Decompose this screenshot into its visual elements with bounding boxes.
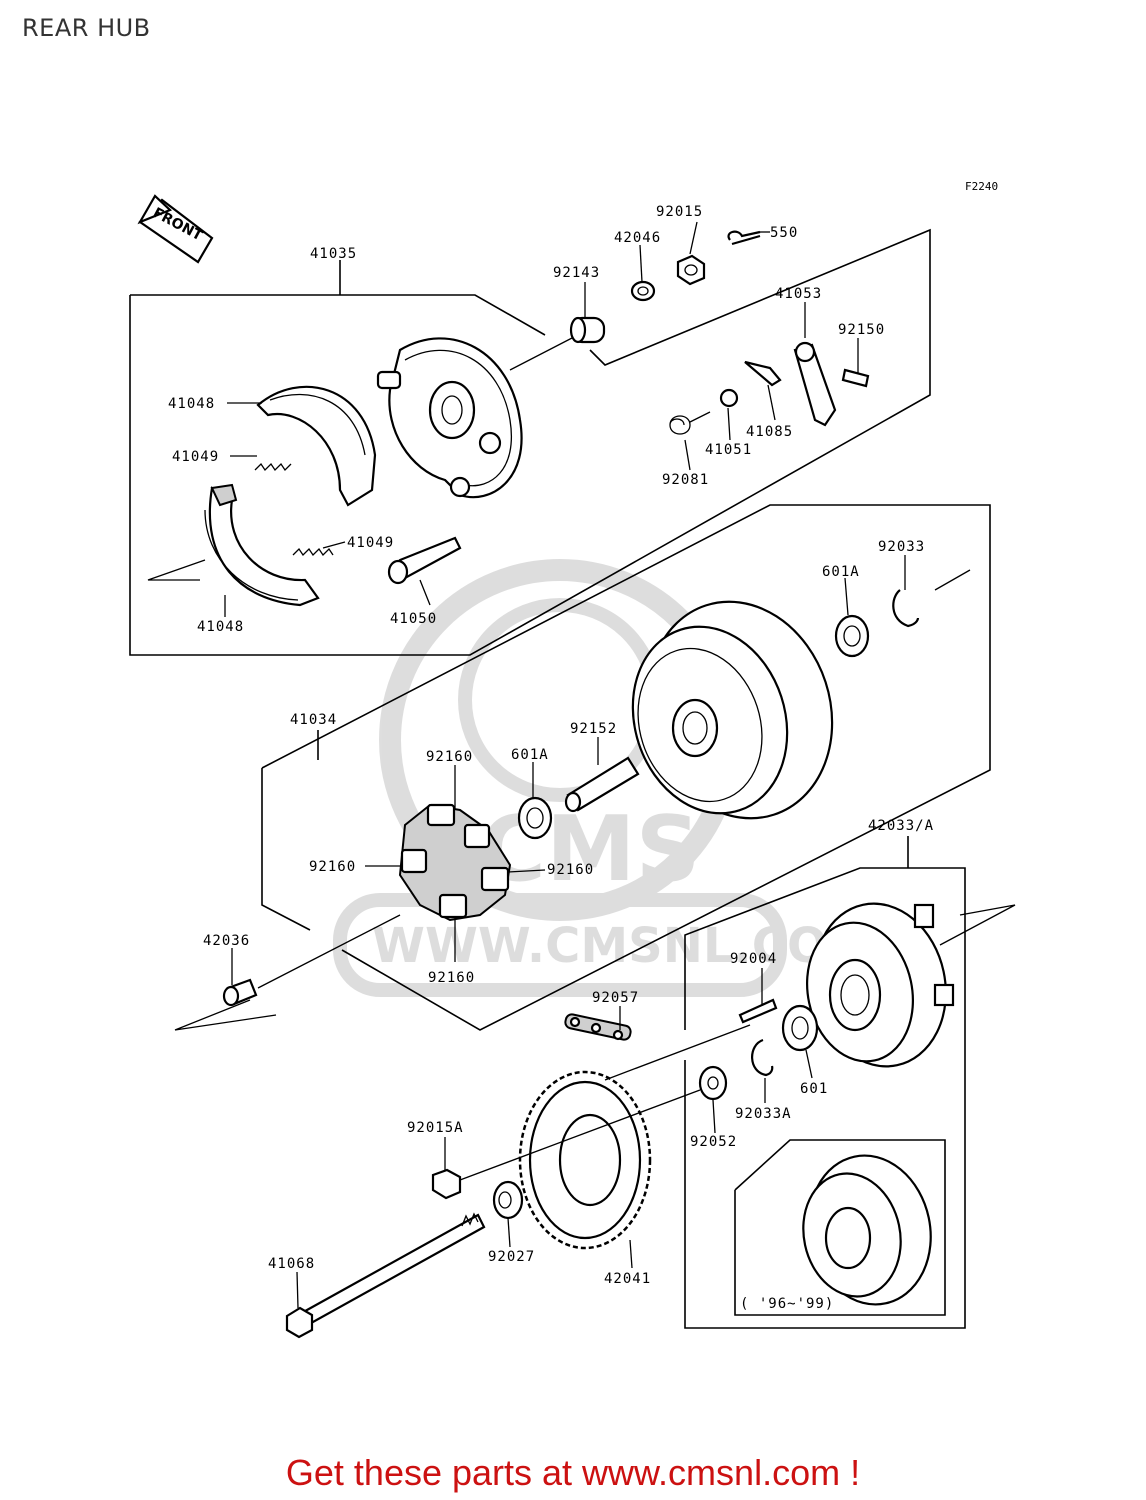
damper-92160-part: [398, 803, 512, 922]
bearing-601A-left-part: [517, 796, 553, 840]
brake-panel-part: [376, 337, 523, 499]
part-label: 550: [770, 225, 798, 241]
part-label: 42041: [604, 1271, 651, 1287]
part-label: 92160: [547, 862, 594, 878]
bearing-601A-right-part: [834, 614, 870, 658]
watermark-url: WWW.CMSNL.COM: [372, 918, 876, 974]
brake-cam-41050-part: [387, 536, 462, 585]
washer-42046-part: [630, 280, 656, 302]
bolt-92150-part: [841, 368, 870, 388]
part-label: 92081: [662, 472, 709, 488]
part-label: 41068: [268, 1256, 315, 1272]
part-label: 42036: [203, 933, 250, 949]
brake-panel-group: [129, 228, 931, 656]
part-label: 41050: [390, 611, 437, 627]
collar-92152-part: [564, 756, 640, 813]
year-note: ( '96~'99): [740, 1296, 834, 1312]
part-label: 92160: [426, 749, 473, 765]
stud-92004-part: [738, 998, 778, 1024]
inset-96-99: ( '96~'99): [734, 1139, 946, 1316]
part-label: 41049: [347, 535, 394, 551]
washer-41051-part: [719, 388, 739, 408]
part-label: 41049: [172, 449, 219, 465]
brake-lever-41053-part: [793, 341, 837, 427]
washer-92052-part: [698, 1065, 728, 1101]
collar-42036-part: [222, 978, 258, 1007]
part-label: 92152: [570, 721, 617, 737]
axle-41068-part: [285, 1212, 486, 1339]
collar-92027-part: [492, 1180, 524, 1220]
nut-92015-part: [676, 254, 706, 286]
part-label: 41051: [705, 442, 752, 458]
front-arrow-icon: FRONT: [137, 194, 214, 264]
part-labels: 41035 92015 550 42046 92143 41053 92150 …: [168, 204, 934, 1287]
part-label: 92150: [838, 322, 885, 338]
part-label: 92004: [730, 951, 777, 967]
spring-92081-part: [669, 411, 711, 435]
part-label: 92027: [488, 1249, 535, 1265]
circlip-92033-part: [892, 589, 920, 628]
spring-41049-upper-part: [254, 462, 292, 472]
part-label: 41048: [168, 396, 215, 412]
part-label: 601A: [822, 564, 860, 580]
part-label: 41085: [746, 424, 793, 440]
cotter-pin-550-part: [727, 230, 761, 246]
part-label: 41048: [197, 619, 244, 635]
part-label: 92033A: [735, 1106, 792, 1122]
wheel-hub-41034-part: [631, 600, 834, 820]
page-title: REAR HUB: [22, 14, 151, 42]
part-label: 41053: [775, 286, 822, 302]
part-label: 601: [800, 1081, 828, 1097]
leader-lines: [224, 221, 906, 1309]
part-label: 92160: [309, 859, 356, 875]
part-label: 92143: [553, 265, 600, 281]
coupling-42033-part: [805, 902, 955, 1068]
part-label: 92033: [878, 539, 925, 555]
part-label: 42046: [614, 230, 661, 246]
brake-shoe-upper-part: [256, 385, 377, 507]
spring-41049-lower-part: [292, 547, 334, 557]
indicator-41085-part: [744, 360, 782, 387]
nut-92015A-part: [431, 1168, 462, 1200]
bearing-601-part: [781, 1004, 819, 1052]
part-label: 41035: [310, 246, 357, 262]
spacer-92143-part: [569, 316, 606, 344]
part-label: 41034: [290, 712, 337, 728]
part-label: 92052: [690, 1134, 737, 1150]
watermark-brand: CMS: [480, 797, 700, 902]
wheel-hub-group: [147, 504, 991, 1031]
figure-code: F2240: [965, 180, 998, 193]
circlip-92033A-part: [751, 1038, 774, 1077]
part-label: 92015: [656, 204, 703, 220]
brake-shoe-lower-part: [204, 483, 320, 607]
footer-link[interactable]: Get these parts at www.cmsnl.com !: [285, 1452, 861, 1493]
chain-92057-part: [564, 1013, 632, 1041]
part-label: 92057: [592, 990, 639, 1006]
sprocket-42041-part: [518, 1070, 652, 1250]
part-label: 601A: [511, 747, 549, 763]
part-label: 92160: [428, 970, 475, 986]
part-label: 92015A: [407, 1120, 464, 1136]
part-label: 42033/A: [868, 818, 934, 834]
coupling-group: ( '96~'99): [684, 836, 1016, 1329]
